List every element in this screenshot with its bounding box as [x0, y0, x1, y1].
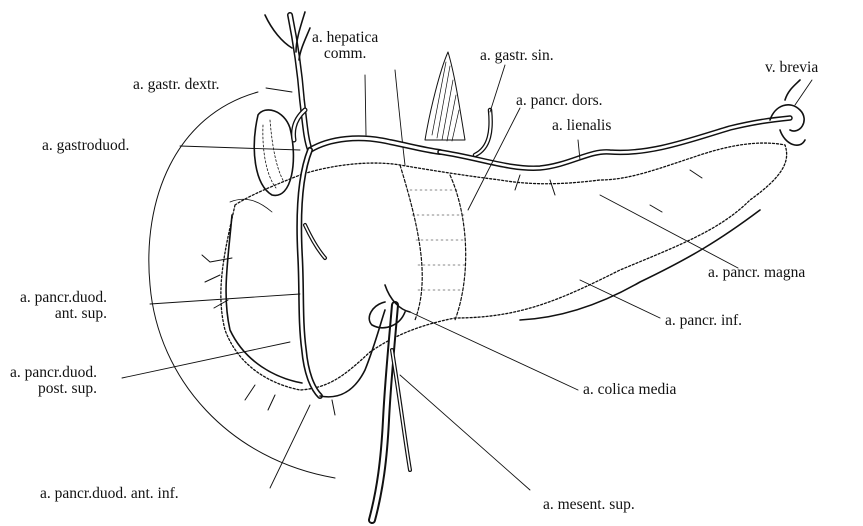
label-gastr-dextr: a. gastr. dextr.	[133, 77, 220, 93]
label-v-brevia: v. brevia	[765, 60, 818, 76]
leader-colica	[410, 312, 578, 390]
leader-gastroduod	[180, 146, 300, 150]
leader-magna	[600, 195, 738, 268]
label-hepatica-comm-line1: a. hepatica	[312, 30, 378, 46]
leader-inf	[580, 280, 660, 318]
stomach-cone	[425, 52, 465, 140]
label-hepatica-comm: a. hepatica comm.	[312, 30, 378, 62]
label-pancr-duod-ant-inf: a. pancr.duod. ant. inf.	[40, 486, 179, 502]
leader-mesent	[400, 375, 530, 490]
label-pancr-inf: a. pancr. inf.	[665, 313, 742, 329]
label-pancr-duod-ant-sup: a. pancr.duod. ant. sup.	[20, 290, 107, 322]
leader-gastr-sin	[490, 65, 505, 112]
label-ant-sup-line1: a. pancr.duod.	[20, 290, 107, 306]
label-post-sup-line1: a. pancr.duod.	[10, 365, 97, 381]
leader-hepatica	[365, 75, 366, 135]
label-mesent-sup: a. mesent. sup.	[543, 497, 635, 513]
label-post-sup-line2: post. sup.	[10, 381, 97, 397]
label-hepatica-comm-line2: comm.	[312, 46, 378, 62]
leader-gastr-dextr	[266, 88, 292, 92]
label-lienalis: a. lienalis	[552, 118, 611, 134]
label-pancr-dors: a. pancr. dors.	[516, 93, 603, 109]
label-gastr-sin: a. gastr. sin.	[480, 48, 554, 64]
leader-ant-sup	[150, 294, 300, 304]
label-pancr-magna: a. pancr. magna	[708, 265, 805, 281]
label-ant-sup-line2: ant. sup.	[20, 306, 107, 322]
label-gastroduod: a. gastroduod.	[42, 138, 129, 154]
label-pancr-duod-post-sup: a. pancr.duod. post. sup.	[10, 365, 97, 397]
leader-post-sup	[122, 342, 290, 378]
leader-ant-inf	[270, 405, 310, 488]
label-colica-media: a. colica media	[583, 382, 676, 398]
leader-brevia	[795, 80, 812, 105]
